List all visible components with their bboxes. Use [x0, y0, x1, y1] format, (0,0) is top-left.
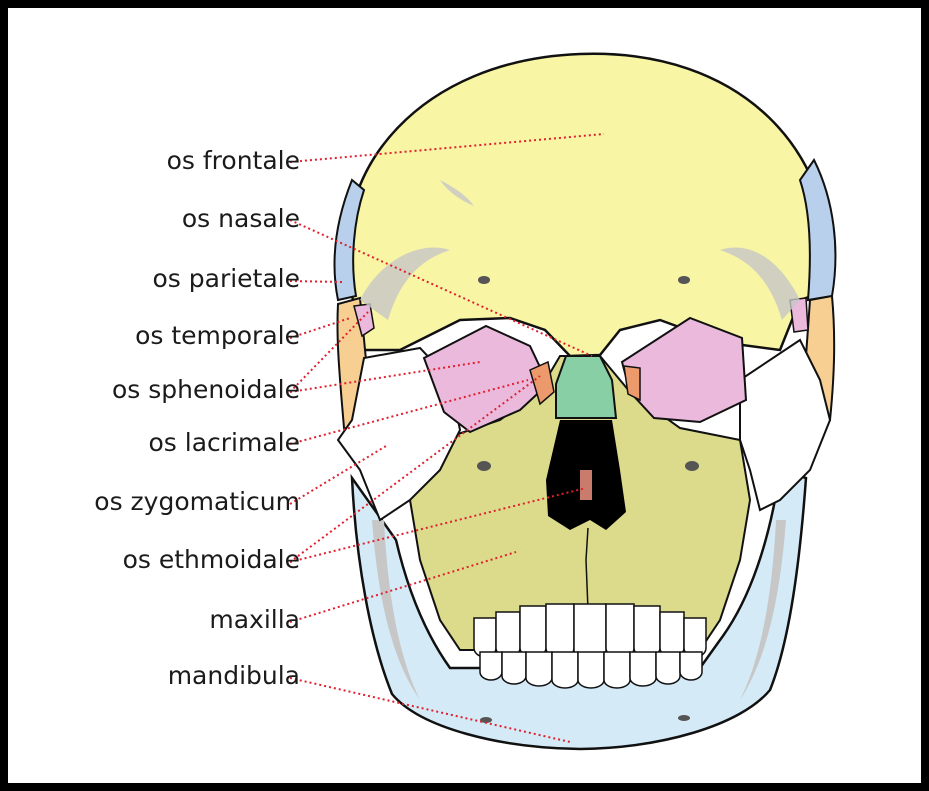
label-os-frontale: os frontale [30, 146, 300, 176]
teeth-group [474, 604, 706, 688]
label-os-sphenoidale: os sphenoidale [30, 375, 300, 405]
label-mandibula: mandibula [30, 661, 300, 691]
mental-foramen-right [678, 715, 690, 721]
label-os-lacrimale: os lacrimale [30, 428, 300, 458]
label-os-zygomaticum: os zygomaticum [30, 487, 300, 517]
frontal-bone-shape [347, 54, 830, 356]
supraorbital-foramen-left [478, 276, 490, 284]
ethmoid-septum [580, 470, 592, 500]
infraorbital-foramen-right [685, 461, 699, 471]
label-column: os frontale os nasale os parietale os te… [0, 0, 300, 791]
label-os-ethmoidale: os ethmoidale [30, 545, 300, 575]
label-os-nasale: os nasale [30, 204, 300, 234]
label-maxilla: maxilla [30, 605, 300, 635]
label-os-temporale: os temporale [30, 321, 300, 351]
infraorbital-foramen-left [477, 461, 491, 471]
label-os-parietale: os parietale [30, 264, 300, 294]
supraorbital-foramen-right [678, 276, 690, 284]
